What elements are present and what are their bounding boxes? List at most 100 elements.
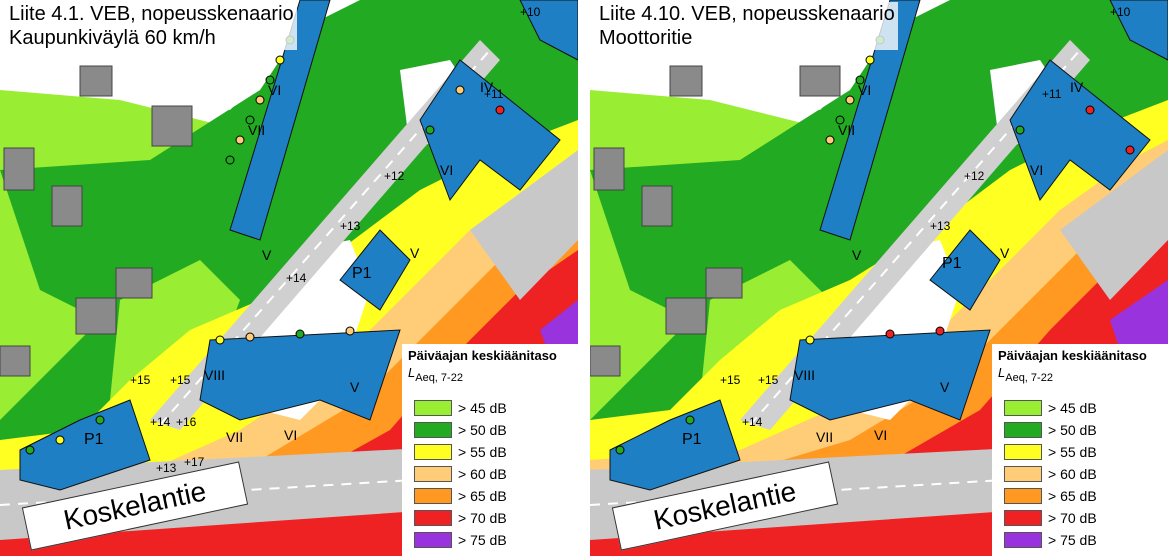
- legend-item: > 50 dB: [998, 420, 1162, 440]
- legend-swatch: [414, 532, 452, 548]
- level-label: +15: [170, 373, 191, 387]
- planned-buildings: [609, 0, 1168, 491]
- title-line-1: Liite 4.10. VEB, nopeusskenaario: [599, 3, 895, 25]
- legend-label: > 75 dB: [1048, 532, 1097, 548]
- roman-label: VI: [858, 82, 871, 98]
- roman-label: VI: [284, 427, 297, 443]
- legend-swatch: [1004, 400, 1042, 416]
- planned-buildings: [19, 0, 578, 491]
- roman-label: VI: [1030, 162, 1043, 178]
- planned-building: [199, 329, 401, 421]
- legend-label: > 65 dB: [1048, 488, 1097, 504]
- level-label: +16: [176, 415, 197, 429]
- level-label: +13: [930, 219, 951, 233]
- roman-label: VI: [268, 82, 281, 98]
- legend-item: > 70 dB: [998, 508, 1162, 528]
- building: [115, 267, 153, 299]
- legend-label: > 70 dB: [458, 510, 507, 526]
- level-label: +15: [758, 373, 779, 387]
- legend-swatch: [414, 444, 452, 460]
- legend-label: > 75 dB: [458, 532, 507, 548]
- roman-label: IV: [1070, 79, 1084, 95]
- planned-building: [519, 0, 578, 61]
- zone-label: P1: [942, 255, 962, 272]
- legend-item: > 55 dB: [998, 442, 1162, 462]
- level-label: +10: [1110, 5, 1131, 19]
- planned-building: [19, 399, 151, 491]
- right-motorway: [1060, 150, 1168, 300]
- planned-building: [419, 59, 561, 202]
- building: [669, 65, 703, 97]
- planned-building: [819, 0, 921, 241]
- legend-right: Päiväajan keskiäänitaso LAeq, 7-22 > 45 …: [992, 344, 1168, 556]
- legend-label: > 60 dB: [458, 466, 507, 482]
- legend-item: > 45 dB: [408, 398, 572, 418]
- legend-items: > 45 dB > 50 dB > 55 dB > 60 dB > 65 dB …: [998, 398, 1162, 550]
- level-label: +15: [720, 373, 741, 387]
- legend-title: Päiväajan keskiäänitaso: [998, 348, 1147, 363]
- map-panel-right: P1 P1 VII VI V IV VI V VIII VII VI V +10…: [590, 0, 1168, 556]
- roman-label: VI: [874, 427, 887, 443]
- legend-label: > 50 dB: [458, 422, 507, 438]
- roman-label: VII: [816, 429, 833, 445]
- level-label: +15: [130, 373, 151, 387]
- roman-label: V: [350, 379, 360, 395]
- building: [75, 297, 117, 335]
- level-label: +17: [184, 455, 205, 469]
- legend-item: > 60 dB: [998, 464, 1162, 484]
- building: [3, 147, 35, 191]
- legend-swatch: [1004, 422, 1042, 438]
- legend-title: Päiväajan keskiäänitaso: [408, 348, 557, 363]
- legend-item: > 45 dB: [998, 398, 1162, 418]
- legend-label: > 50 dB: [1048, 422, 1097, 438]
- legend-swatch: [414, 510, 452, 526]
- legend-swatch: [1004, 444, 1042, 460]
- zone-label: P1: [84, 431, 104, 448]
- legend-swatch: [414, 488, 452, 504]
- legend-label: > 45 dB: [1048, 400, 1097, 416]
- planned-building: [789, 329, 991, 421]
- building: [79, 65, 113, 97]
- legend-symbol-sub: Aeq, 7-22: [415, 372, 463, 384]
- legend-left: Päiväajan keskiäänitaso LAeq, 7-22 > 45 …: [402, 344, 578, 556]
- legend-label: > 55 dB: [458, 444, 507, 460]
- level-label: +13: [340, 219, 361, 233]
- legend-swatch: [1004, 466, 1042, 482]
- zone-label: P1: [682, 431, 702, 448]
- level-label: +12: [384, 169, 405, 183]
- building: [799, 65, 841, 97]
- level-label: +11: [484, 87, 504, 101]
- planned-building: [929, 229, 1001, 311]
- legend-item: > 75 dB: [998, 530, 1162, 550]
- building: [593, 147, 625, 191]
- level-label: +12: [964, 169, 985, 183]
- level-label: +14: [286, 271, 307, 285]
- legend-label: > 45 dB: [458, 400, 507, 416]
- roman-label: VIII: [204, 367, 225, 383]
- legend-item: > 55 dB: [408, 442, 572, 462]
- planned-building: [1009, 59, 1151, 202]
- legend-symbol: LAeq, 7-22: [408, 365, 572, 384]
- legend-swatch: [1004, 510, 1042, 526]
- roman-label: VII: [248, 122, 265, 138]
- legend-item: > 50 dB: [408, 420, 572, 440]
- roman-label: V: [852, 247, 862, 263]
- legend-item: > 60 dB: [408, 464, 572, 484]
- legend-items: > 45 dB > 50 dB > 55 dB > 60 dB > 65 dB …: [408, 398, 572, 550]
- map-title-left: Liite 4.1. VEB, nopeusskenaario Kaupunki…: [6, 2, 297, 50]
- roman-label: V: [940, 379, 950, 395]
- building: [151, 105, 193, 147]
- legend-label: > 60 dB: [1048, 466, 1097, 482]
- planned-building: [339, 229, 411, 311]
- right-motorway: [470, 150, 578, 300]
- legend-swatch: [1004, 532, 1042, 548]
- receptor-points: [615, 35, 1135, 455]
- legend-label: > 65 dB: [458, 488, 507, 504]
- roman-label: VII: [838, 122, 855, 138]
- building: [641, 185, 673, 227]
- building: [665, 297, 707, 335]
- roman-label: IV: [480, 79, 494, 95]
- level-label: +14: [742, 415, 763, 429]
- legend-item: > 65 dB: [998, 486, 1162, 506]
- legend-label: > 70 dB: [1048, 510, 1097, 526]
